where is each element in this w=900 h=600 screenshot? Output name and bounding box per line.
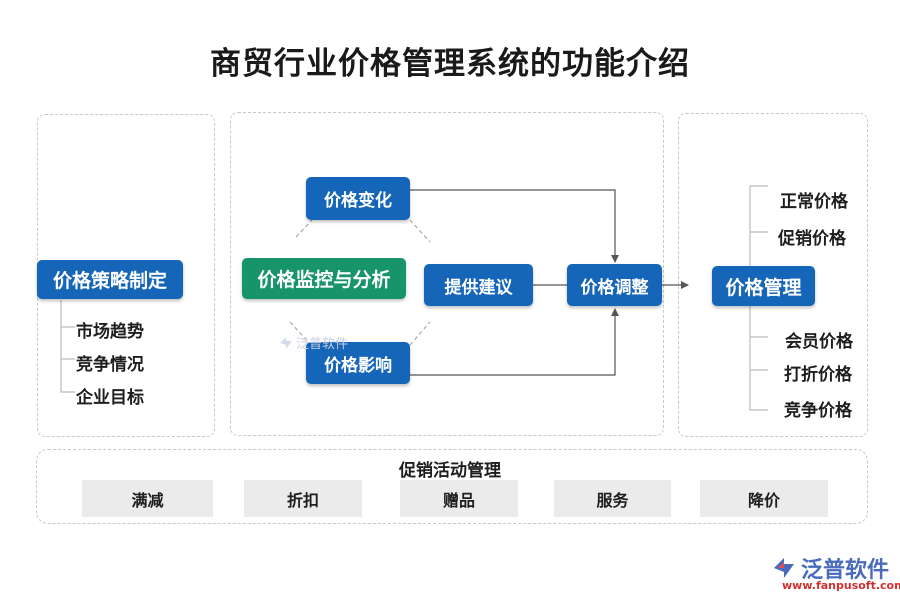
price-type-discount: 打折价格 [784, 365, 852, 385]
brand-logo-icon [774, 558, 794, 578]
watermark-text: 泛普软件 [296, 337, 349, 352]
promotion-item-discount[interactable]: 折扣 [244, 480, 362, 517]
price-management-box[interactable]: 价格管理 [712, 266, 815, 306]
price-type-member: 会员价格 [785, 332, 853, 352]
promotion-panel [36, 449, 868, 524]
strategy-box[interactable]: 价格策略制定 [37, 260, 183, 299]
change-to-adjust-arrow [410, 189, 619, 263]
watermark: 泛普软件 [278, 333, 348, 352]
price-type-normal: 正常价格 [780, 192, 848, 212]
provide-suggestion-box[interactable]: 提供建议 [424, 264, 533, 306]
promotion-title: 促销活动管理 [399, 461, 501, 481]
strategy-item-company-goal: 企业目标 [76, 388, 144, 408]
strategy-item-market-trend: 市场趋势 [76, 322, 144, 342]
left-tree-line [60, 300, 75, 393]
promotion-item-price-cut[interactable]: 降价 [700, 480, 828, 517]
promotion-item-service[interactable]: 服务 [554, 480, 671, 517]
price-management-panel [678, 113, 868, 437]
strategy-item-competition: 竞争情况 [76, 355, 144, 375]
price-adjust-box[interactable]: 价格调整 [567, 264, 662, 306]
price-impact-box[interactable]: 价格影响 [306, 342, 410, 384]
page-title: 商贸行业价格管理系统的功能介绍 [210, 46, 690, 82]
price-type-promotion: 促销价格 [778, 229, 846, 249]
promotion-item-full-reduction[interactable]: 满减 [82, 480, 213, 517]
brand-name: 泛普软件 [801, 558, 890, 583]
brand-logo: 泛普软件 [771, 552, 889, 584]
watermark-logo-icon [280, 336, 292, 349]
promotion-item-gift[interactable]: 赠品 [400, 480, 518, 517]
impact-to-adjust-arrow [410, 308, 619, 376]
price-change-box[interactable]: 价格变化 [306, 177, 410, 220]
monitoring-panel [230, 112, 664, 436]
price-monitor-analysis-box[interactable]: 价格监控与分析 [242, 258, 406, 299]
brand-url: www.fanpusoft.com [782, 579, 900, 592]
price-type-competitive: 竞争价格 [784, 401, 852, 421]
